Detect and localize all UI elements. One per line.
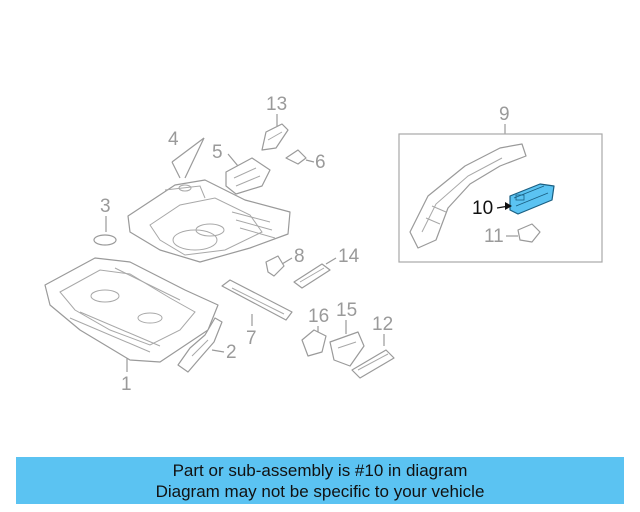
part-7-member [221, 279, 293, 321]
label-6: 6 [315, 152, 326, 173]
part-10-highlighted [509, 183, 555, 215]
label-11: 11 [484, 226, 504, 247]
banner-line-1: Part or sub-assembly is #10 in diagram [172, 461, 468, 480]
label-12: 12 [372, 314, 393, 335]
part-2-rail [177, 317, 223, 373]
part-16-bracket [301, 329, 327, 357]
label-15: 15 [336, 300, 357, 321]
label-8: 8 [294, 246, 305, 267]
part-13-bracket [261, 123, 289, 151]
part-8-bracket [265, 255, 285, 277]
label-16: 16 [308, 306, 329, 327]
part-5-bracket [225, 157, 271, 195]
label-4: 4 [168, 129, 179, 150]
label-7: 7 [246, 328, 257, 349]
label-10: 10 [472, 198, 493, 219]
label-13: 13 [266, 94, 287, 115]
assembly-9-box [398, 133, 603, 263]
label-3: 3 [100, 196, 111, 217]
part-15-bracket [329, 331, 365, 367]
part-14-brace [293, 263, 331, 289]
part-3-plug [93, 234, 117, 246]
part-9-side-member [409, 143, 527, 249]
label-14: 14 [338, 246, 360, 267]
info-banner: Part or sub-assembly is #10 in diagram D… [16, 457, 624, 504]
part-12-rail [351, 349, 395, 379]
label-1: 1 [121, 374, 132, 395]
label-9: 9 [499, 104, 510, 125]
part-4-rear-floor [127, 179, 291, 263]
part-6-clip [285, 149, 307, 165]
banner-line-2: Diagram may not be specific to your vehi… [155, 482, 485, 501]
parts-diagram: 4 3 5 13 6 1 2 7 [44, 94, 603, 395]
label-2: 2 [226, 342, 237, 363]
part-11-bracket [517, 223, 541, 243]
label-5: 5 [212, 142, 223, 163]
